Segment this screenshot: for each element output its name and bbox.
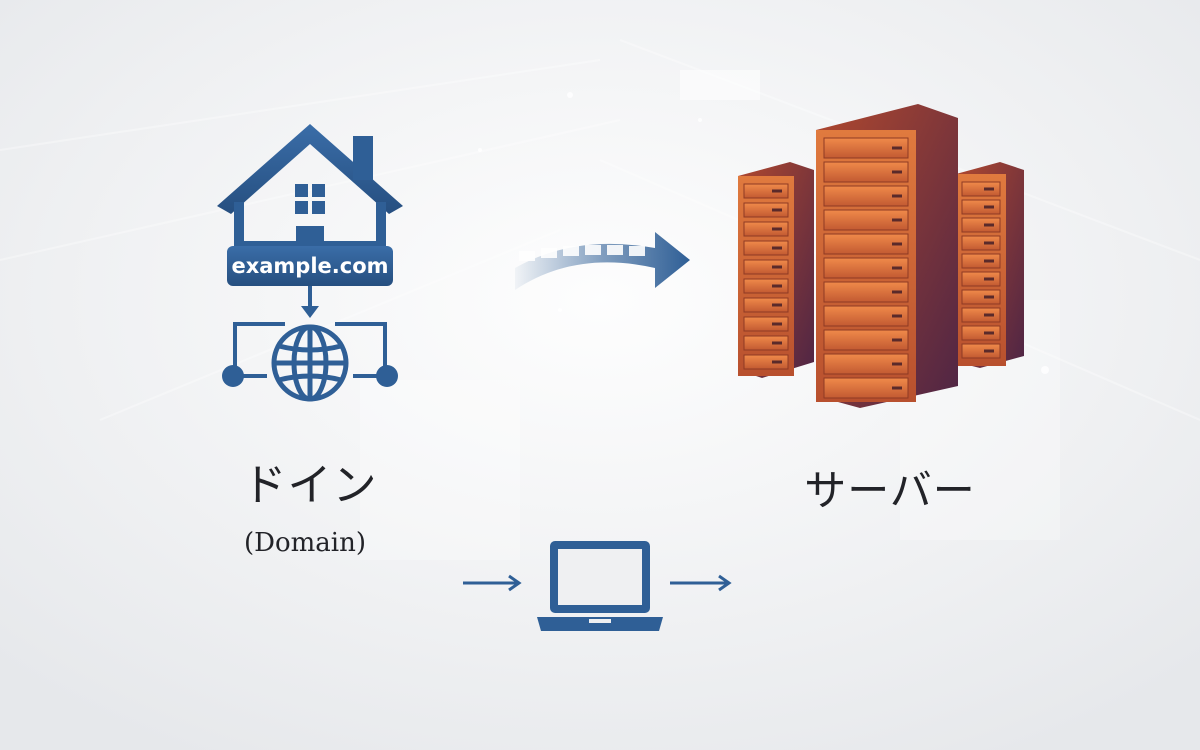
- arrow-right-icon: [515, 232, 690, 290]
- laptop-icon: [537, 541, 663, 631]
- house-icon: [217, 124, 403, 251]
- server-rack-icon: [738, 104, 1024, 408]
- arrow-right-icon: [670, 574, 732, 592]
- domain-title: ドイン: [242, 460, 378, 511]
- arrow-right-icon: [463, 574, 522, 592]
- globe-icon: [271, 324, 349, 402]
- domain-subtitle: (Domain): [243, 528, 366, 558]
- laptop-flow: [463, 541, 732, 631]
- domain-url: example.com: [231, 254, 388, 278]
- server-title: サーバー: [804, 466, 976, 515]
- domain-diagram: example.com: [217, 124, 403, 402]
